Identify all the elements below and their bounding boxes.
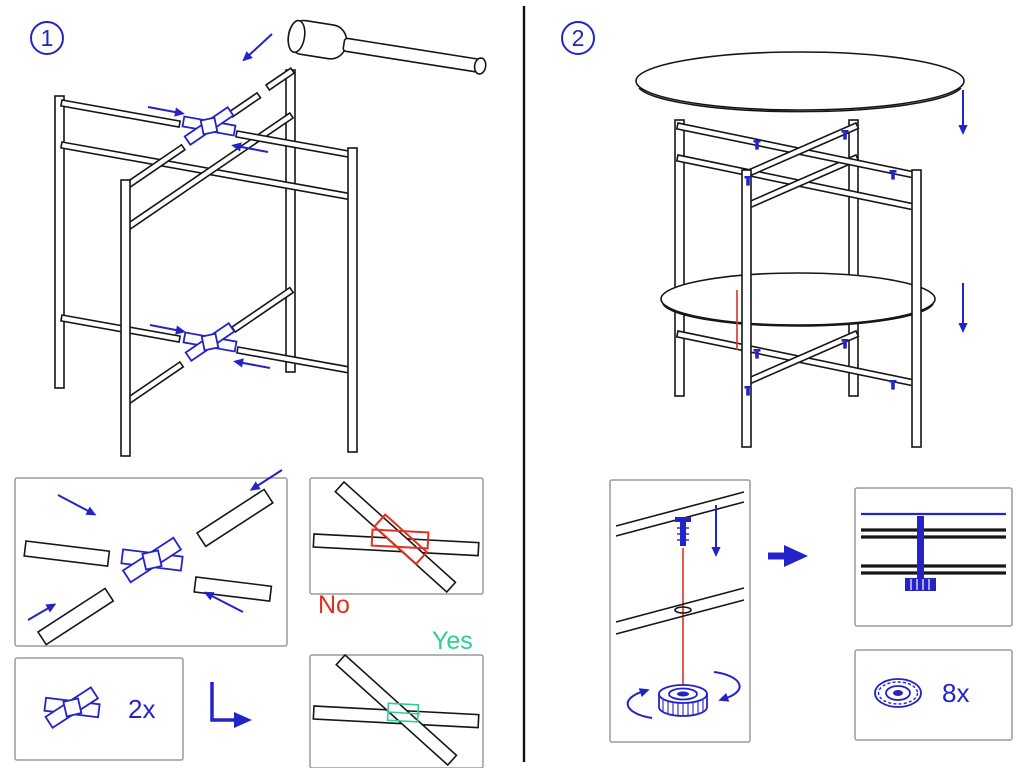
- assembled-frame-illustration: [660, 119, 936, 448]
- arrowhead: [233, 358, 244, 368]
- step-1-panel: 1: [14, 19, 487, 768]
- step-1-badge: 1: [30, 21, 64, 55]
- detail-box-nut-fastening: [609, 479, 751, 743]
- cross-connector-icon: [120, 536, 184, 584]
- frame-leg: [120, 179, 131, 457]
- thumb-nut-icon: [658, 684, 708, 717]
- arrowhead: [85, 506, 97, 516]
- tube-piece: [335, 653, 458, 767]
- frame-rail: [227, 91, 262, 119]
- result-arrow-icon: [768, 545, 808, 567]
- wrong-label: No: [318, 591, 350, 619]
- screw-icon: [675, 517, 691, 546]
- frame-stretcher: [230, 286, 295, 334]
- cross-connector-icon: [43, 686, 101, 729]
- arrowhead: [203, 591, 215, 601]
- insert-arrow-icon: [147, 106, 181, 114]
- rotate-arrow-icon: [626, 690, 653, 719]
- rotate-arrow-icon: [713, 671, 741, 700]
- arrowhead: [175, 325, 186, 335]
- detail-box-wrong-joint: No: [309, 477, 484, 619]
- wrong-connector-icon: [370, 513, 430, 566]
- frame-leg: [741, 169, 752, 448]
- frame-rail: [60, 99, 182, 128]
- insert-arrow-icon: [237, 361, 271, 369]
- detail-box-cross-section: [854, 487, 1013, 627]
- cross-connector-bottom-icon: [182, 321, 238, 363]
- insert-arrow-icon: [57, 494, 93, 514]
- tube-piece: [23, 540, 111, 568]
- screw-icons: [744, 130, 897, 396]
- rail-with-hole: [615, 587, 745, 623]
- frame-leg: [848, 119, 859, 397]
- frame-assembly-illustration: [54, 66, 358, 457]
- arrowhead: [958, 125, 968, 135]
- arrowhead: [638, 688, 650, 697]
- arrowhead: [249, 481, 261, 491]
- frame-stretcher: [125, 360, 185, 405]
- arrowhead: [242, 51, 253, 62]
- screw-and-nut-icon: [905, 516, 936, 591]
- mallet-icon: [287, 19, 487, 75]
- insert-arrow-icon: [235, 145, 269, 153]
- frame-rail-stub: [264, 66, 296, 92]
- screw-hole: [674, 606, 692, 614]
- detail-box-connector-insertion: [14, 469, 288, 647]
- frame-leg: [54, 95, 65, 389]
- nut-quantity-label: 8x: [942, 678, 969, 708]
- arrowhead: [711, 547, 721, 557]
- insert-arrow-icon: [149, 324, 182, 332]
- shelf-illustration: [660, 272, 936, 327]
- tube-piece: [195, 488, 274, 548]
- arrowhead: [718, 692, 730, 702]
- frame-leg: [674, 119, 685, 397]
- step-2-number: 2: [572, 25, 585, 51]
- rail-underside: [615, 491, 745, 527]
- frame-leg: [911, 169, 922, 448]
- table-top-illustration: [635, 51, 965, 113]
- arrowhead: [45, 603, 57, 613]
- insert-arrow-icon: [253, 469, 283, 489]
- correct-joint-highlight: [386, 702, 421, 723]
- rail-with-hole: [615, 599, 745, 635]
- detail-box-connector-quantity: 2x: [14, 657, 184, 761]
- insert-arrow-icon: [207, 593, 244, 613]
- corner-arrow-icon: [210, 682, 252, 728]
- arrowhead: [958, 323, 968, 333]
- frame-leg: [347, 147, 358, 453]
- connector-quantity-label: 2x: [128, 694, 155, 724]
- step-1-number: 1: [41, 25, 54, 51]
- mallet-strike-arrow-icon: [245, 33, 273, 59]
- thumb-nut-icon: [874, 678, 922, 708]
- frame-stretcher: [744, 329, 860, 386]
- step-2-badge: 2: [561, 21, 595, 55]
- step-2-panel: 2: [561, 21, 1013, 743]
- arrowhead: [174, 107, 185, 117]
- tube-piece: [193, 576, 273, 603]
- arrowhead: [231, 142, 242, 152]
- correct-label: Yes: [432, 627, 473, 655]
- tube-piece: [36, 587, 115, 646]
- detail-box-correct-joint: Yes: [309, 627, 484, 768]
- detail-box-nut-quantity: 8x: [854, 649, 1013, 741]
- cross-connector-top-icon: [181, 105, 237, 147]
